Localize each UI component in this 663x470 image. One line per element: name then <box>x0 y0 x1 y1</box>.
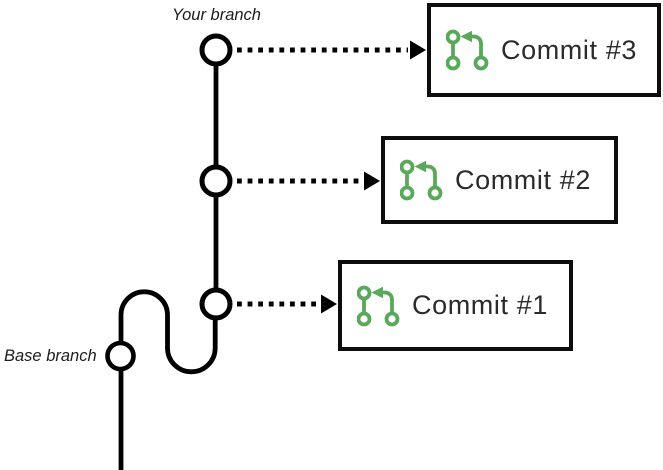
arrow-head-commit-2 <box>364 171 380 191</box>
commit-card-1: Commit #1 <box>338 260 573 351</box>
commit-node-1 <box>199 287 233 321</box>
commit-card-2: Commit #2 <box>381 136 618 224</box>
merge-curve <box>118 289 218 375</box>
base-branch-node <box>105 340 136 372</box>
commit-label: Commit #1 <box>412 290 548 320</box>
commit-node-2 <box>199 164 233 198</box>
commit-label: Commit #2 <box>455 164 591 195</box>
commit-label: Commit #3 <box>501 34 637 65</box>
git-pull-request-icon <box>446 29 489 71</box>
arrow-head-commit-1 <box>321 294 337 314</box>
base-branch-label: Base branch <box>4 347 97 365</box>
your-branch-label: Your branch <box>172 6 261 24</box>
commit-node-3 <box>199 33 233 67</box>
commit-card-3: Commit #3 <box>427 3 661 97</box>
git-pull-request-icon <box>400 159 443 201</box>
arrow-head-commit-3 <box>410 40 426 60</box>
git-pull-request-icon <box>357 285 400 326</box>
